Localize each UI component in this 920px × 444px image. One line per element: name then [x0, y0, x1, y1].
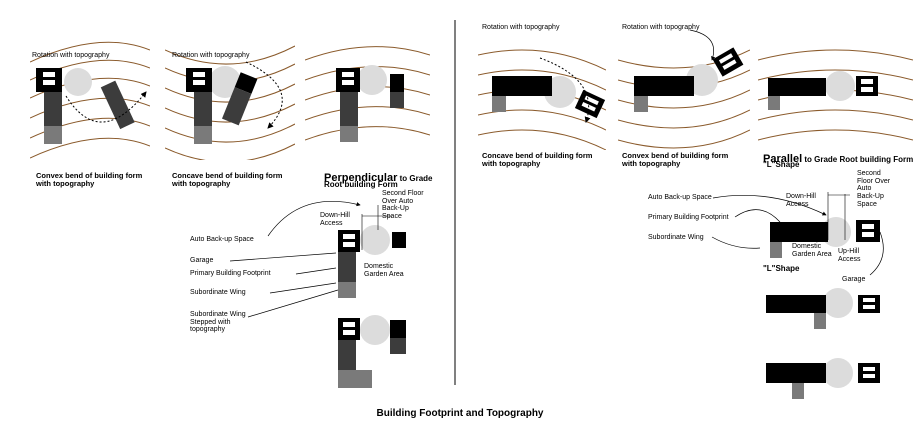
label-primary-footprint: Primary Building Footprint: [190, 270, 271, 277]
caption-concave-left: Concave bend of building form with topog…: [172, 171, 283, 189]
perpendicular-heading: Perpendicular to Grade: [324, 168, 432, 186]
building-right-convex: [634, 29, 744, 112]
label-primary-right: Primary Building Footprint: [648, 214, 729, 221]
diagram-title: Building Footprint and Topography: [376, 408, 544, 419]
caption-convex-right: Convex bend of building form with topogr…: [622, 151, 729, 169]
label-downhill-access: Down-Hill Access: [320, 212, 350, 227]
label-garage: Garage: [190, 257, 214, 264]
label-second-floor-right: Second Floor Over Auto Back-Up Space: [857, 170, 891, 208]
label-lshape: "L"Shape: [763, 264, 800, 273]
parallel-variant-2: [766, 358, 880, 399]
rotation-label-right-2: Rotation with topography: [622, 24, 700, 31]
parallel-rest: to Grade Root building Form: [802, 155, 914, 164]
building-right-concave: [492, 57, 606, 123]
parallel-annotated: [711, 192, 884, 276]
perpendicular-rest: to Grade: [397, 174, 433, 183]
label-auto-backup: Auto Back-up Space: [190, 236, 254, 243]
label-subordinate-right: Subordinate Wing: [648, 234, 704, 241]
label-domestic-garden: Domestic Garden Area: [364, 263, 404, 278]
label-second-floor: Second Floor Over Auto Back-Up Space: [382, 190, 424, 221]
label-subordinate-stepped: Subordinate Wing Stepped with topography: [190, 311, 246, 334]
building-concave: [186, 61, 283, 144]
perpendicular-word: Perpendicular: [324, 172, 398, 184]
rotation-label-left-2: Rotation with topography: [172, 52, 250, 59]
caption-convex-left: Convex bend of building form with topogr…: [36, 171, 143, 189]
parallel-variant-1: [766, 288, 880, 329]
building-parallel: [768, 71, 878, 110]
label-downhill-right: Down-Hill Access: [786, 193, 816, 208]
label-auto-backup-right: Auto Back-up Space: [648, 194, 712, 201]
rotation-label-left-1: Rotation with topography: [32, 52, 110, 59]
label-uphill-right: Up-Hill Access: [838, 248, 861, 263]
parallel-heading: Parallel to Grade Root building Form: [763, 149, 913, 167]
caption-concave-right: Concave bend of building form with topog…: [482, 151, 593, 169]
perpendicular-heading-2: Root building Form: [324, 180, 398, 189]
label-subordinate-wing: Subordinate Wing: [190, 289, 246, 296]
building-perpendicular: [336, 65, 404, 142]
perpendicular-stepped: [338, 315, 406, 388]
parallel-heading-2: "L"Shape: [763, 160, 800, 169]
perpendicular-annotated: [229, 201, 406, 318]
rotation-label-right-1: Rotation with topography: [482, 24, 560, 31]
building-convex: [36, 68, 147, 144]
label-domestic-right: Domestic Garden Area: [792, 243, 832, 258]
parallel-word: Parallel: [763, 153, 803, 165]
label-garage-right: Garage: [842, 276, 866, 283]
